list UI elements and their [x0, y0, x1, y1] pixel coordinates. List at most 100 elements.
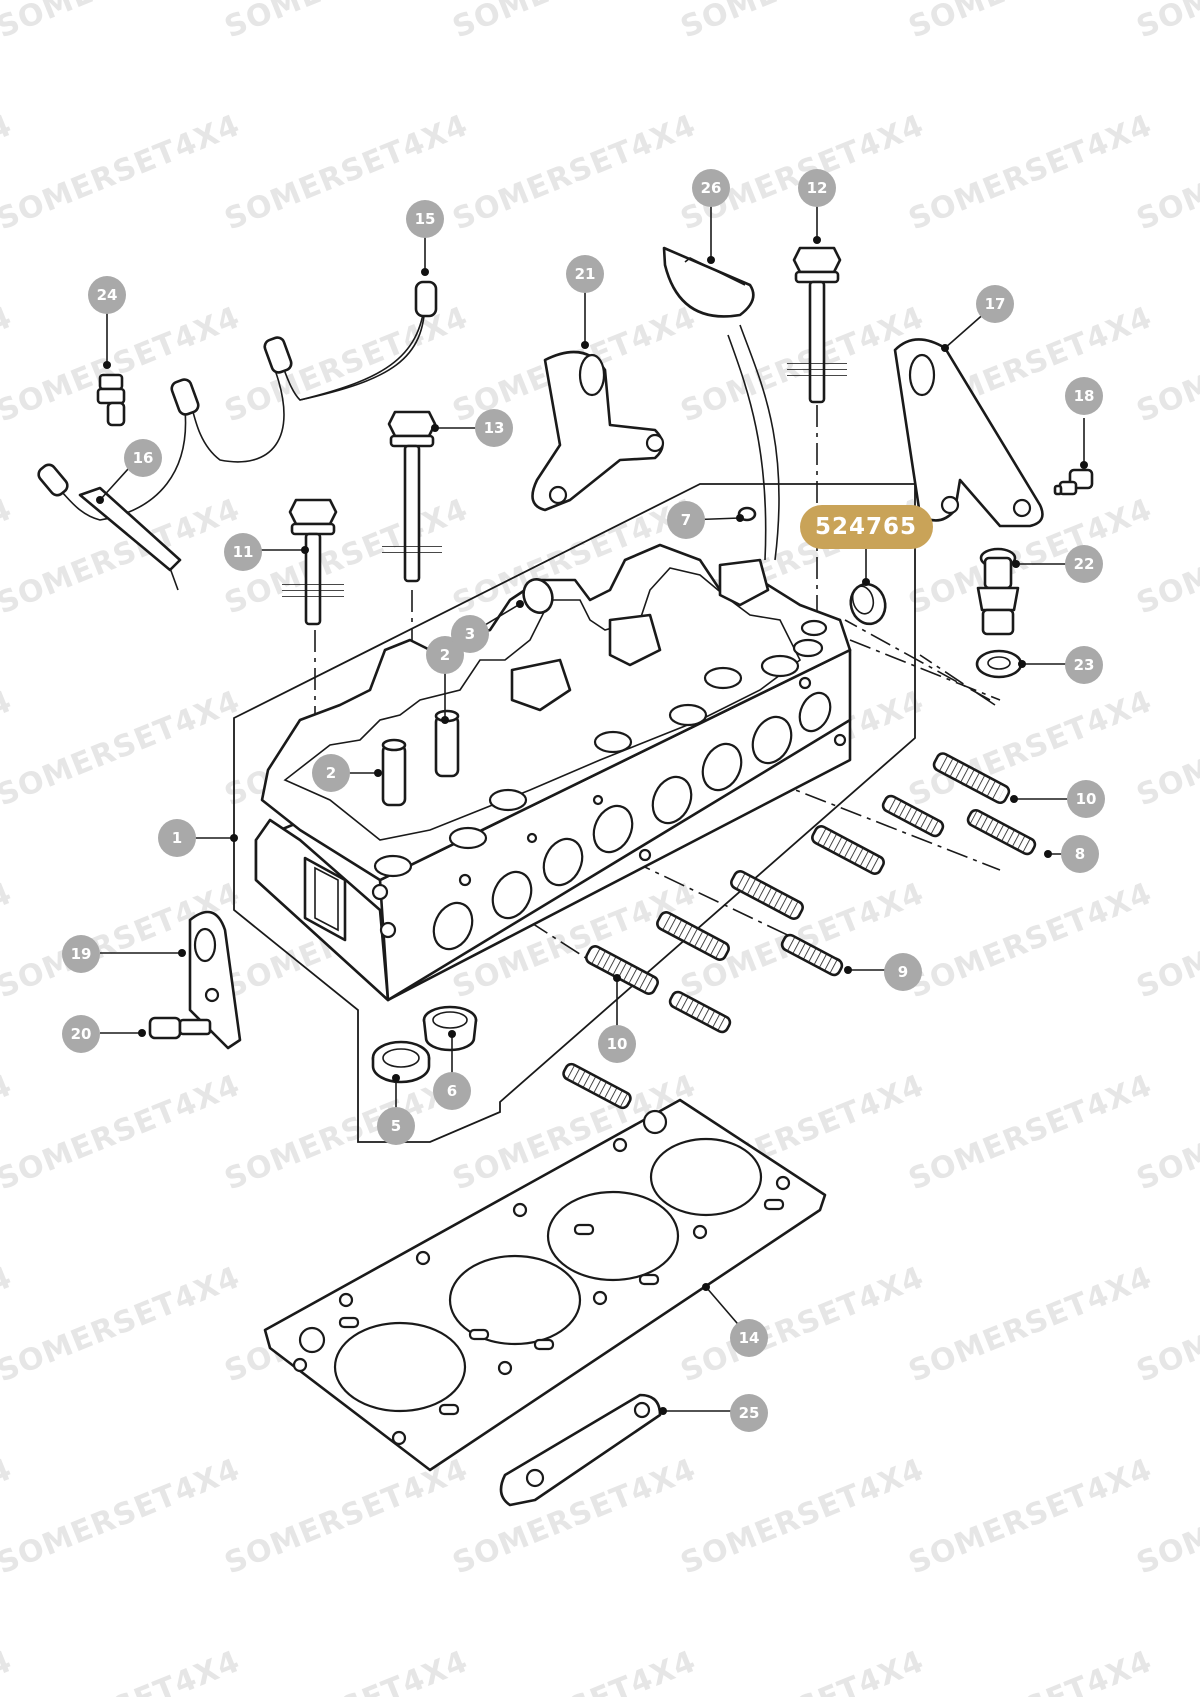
callout-1[interactable]: 1 [158, 819, 196, 857]
callout-15-label: 15 [415, 210, 436, 228]
callout-3-label: 3 [465, 625, 475, 643]
stud-8 [966, 808, 1037, 856]
callout-10a[interactable]: 10 [1067, 780, 1105, 818]
callout-17-label: 17 [985, 295, 1006, 313]
watermark-text: SOMERSET4X4 [0, 1644, 245, 1697]
callout-14-label: 14 [739, 1329, 760, 1347]
valve-seat-insert [371, 1040, 431, 1084]
highlight-part-number-badge[interactable]: 524765 [800, 505, 933, 549]
watermark-text: SOMERSET4X4 [904, 684, 1157, 813]
callout-12[interactable]: 12 [798, 169, 836, 207]
watermark-text: SOMERSET4X4 [220, 300, 473, 429]
watermark-text: SOMERSET4X4 [0, 1068, 245, 1197]
watermark-text: SOMERSET4X4 [676, 0, 929, 45]
watermark-text: SOMERSET4X4 [904, 1068, 1157, 1197]
watermark-text: SOMERSET4X4 [676, 1452, 929, 1581]
stud-9 [780, 933, 844, 977]
callout-7[interactable]: 7 [667, 501, 705, 539]
watermark-text: SOMERSET4X4 [220, 1644, 473, 1697]
watermark-text: SOMERSET4X4 [448, 108, 701, 237]
callout-10b-label: 10 [607, 1035, 628, 1053]
callout-11[interactable]: 11 [224, 533, 262, 571]
watermark-text: SOMERSET4X4 [904, 876, 1157, 1005]
callout-25-label: 25 [739, 1404, 760, 1422]
stud-10-upper [932, 752, 1011, 805]
watermark-text: SOMERSET4X4 [0, 1644, 17, 1697]
callout-21-label: 21 [575, 265, 596, 283]
bracket-21 [531, 350, 665, 512]
stud-e [668, 990, 732, 1034]
stud-a [881, 794, 945, 838]
head-bolt-13 [382, 410, 442, 583]
callout-20-label: 20 [71, 1025, 92, 1043]
callout-14[interactable]: 14 [730, 1319, 768, 1357]
callout-2a[interactable]: 2 [312, 754, 350, 792]
callout-2b[interactable]: 2 [426, 636, 464, 674]
callout-8[interactable]: 8 [1061, 835, 1099, 873]
stud-10-lower [585, 945, 659, 995]
head-bolt-11 [282, 498, 344, 626]
callout-21[interactable]: 21 [566, 255, 604, 293]
callout-16[interactable]: 16 [124, 439, 162, 477]
callout-22[interactable]: 22 [1065, 545, 1103, 583]
callout-2a-label: 2 [326, 764, 336, 782]
stud-f [562, 1062, 632, 1110]
watermark-text: SOMERSET4X4 [904, 108, 1157, 237]
callout-26-label: 26 [701, 179, 722, 197]
core-plug-3 [522, 578, 554, 614]
callout-5-label: 5 [391, 1117, 401, 1135]
callout-25[interactable]: 25 [730, 1394, 768, 1432]
valve-guide-a [381, 738, 407, 807]
callout-3[interactable]: 3 [451, 615, 489, 653]
watermark-text: SOMERSET4X4 [0, 1452, 245, 1581]
callout-19[interactable]: 19 [62, 935, 100, 973]
callout-20[interactable]: 20 [62, 1015, 100, 1053]
watermark-text: SOMERSET4X4 [220, 1452, 473, 1581]
valve-guide-seal-6 [422, 1005, 478, 1052]
lifting-eye-17 [893, 338, 1044, 528]
core-plug-highlighted [849, 582, 887, 626]
head-top-holes [373, 619, 828, 878]
callout-5[interactable]: 5 [377, 1107, 415, 1145]
callout-6-label: 6 [447, 1082, 457, 1100]
callout-26[interactable]: 26 [692, 169, 730, 207]
bracket-19 [188, 910, 242, 1050]
callout-2b-label: 2 [440, 646, 450, 664]
callout-23[interactable]: 23 [1065, 646, 1103, 684]
watermark-text: SOMERSET4X4 [0, 108, 245, 237]
union-22 [976, 547, 1020, 636]
callout-9[interactable]: 9 [884, 953, 922, 991]
watermark-text: SOMERSET4X4 [0, 1260, 245, 1389]
bolt-20 [148, 1016, 212, 1040]
assembly-boundary [233, 483, 996, 1143]
callout-7-label: 7 [681, 511, 691, 529]
studs-group [562, 752, 1037, 1110]
leader-dots [96, 236, 1088, 1415]
callout-22-label: 22 [1074, 555, 1095, 573]
watermark-text: SOMERSET4X4 [904, 1644, 1157, 1697]
callout-10b[interactable]: 10 [598, 1025, 636, 1063]
callout-6[interactable]: 6 [433, 1072, 471, 1110]
callout-13-label: 13 [484, 419, 505, 437]
watermark-text: SOMERSET4X4 [0, 0, 245, 45]
bolt-18 [1053, 468, 1094, 496]
callout-18[interactable]: 18 [1065, 377, 1103, 415]
callout-15[interactable]: 15 [406, 200, 444, 238]
watermark-text: SOMERSET4X4 [676, 1644, 929, 1697]
callout-18-label: 18 [1074, 387, 1095, 405]
callout-9-label: 9 [898, 963, 908, 981]
stud-b [811, 825, 885, 875]
callout-13[interactable]: 13 [475, 409, 513, 447]
callout-17[interactable]: 17 [976, 285, 1014, 323]
callout-24-label: 24 [97, 286, 118, 304]
watermark-text: SOMERSET4X4 [448, 0, 701, 45]
head-gasket [263, 1098, 827, 1472]
highlight-part-number-text: 524765 [815, 514, 917, 540]
callout-19-label: 19 [71, 945, 92, 963]
callout-23-label: 23 [1074, 656, 1095, 674]
washer-23 [975, 649, 1023, 679]
callout-16-label: 16 [133, 449, 154, 467]
callout-24[interactable]: 24 [88, 276, 126, 314]
watermark-text: SOMERSET4X4 [904, 1452, 1157, 1581]
